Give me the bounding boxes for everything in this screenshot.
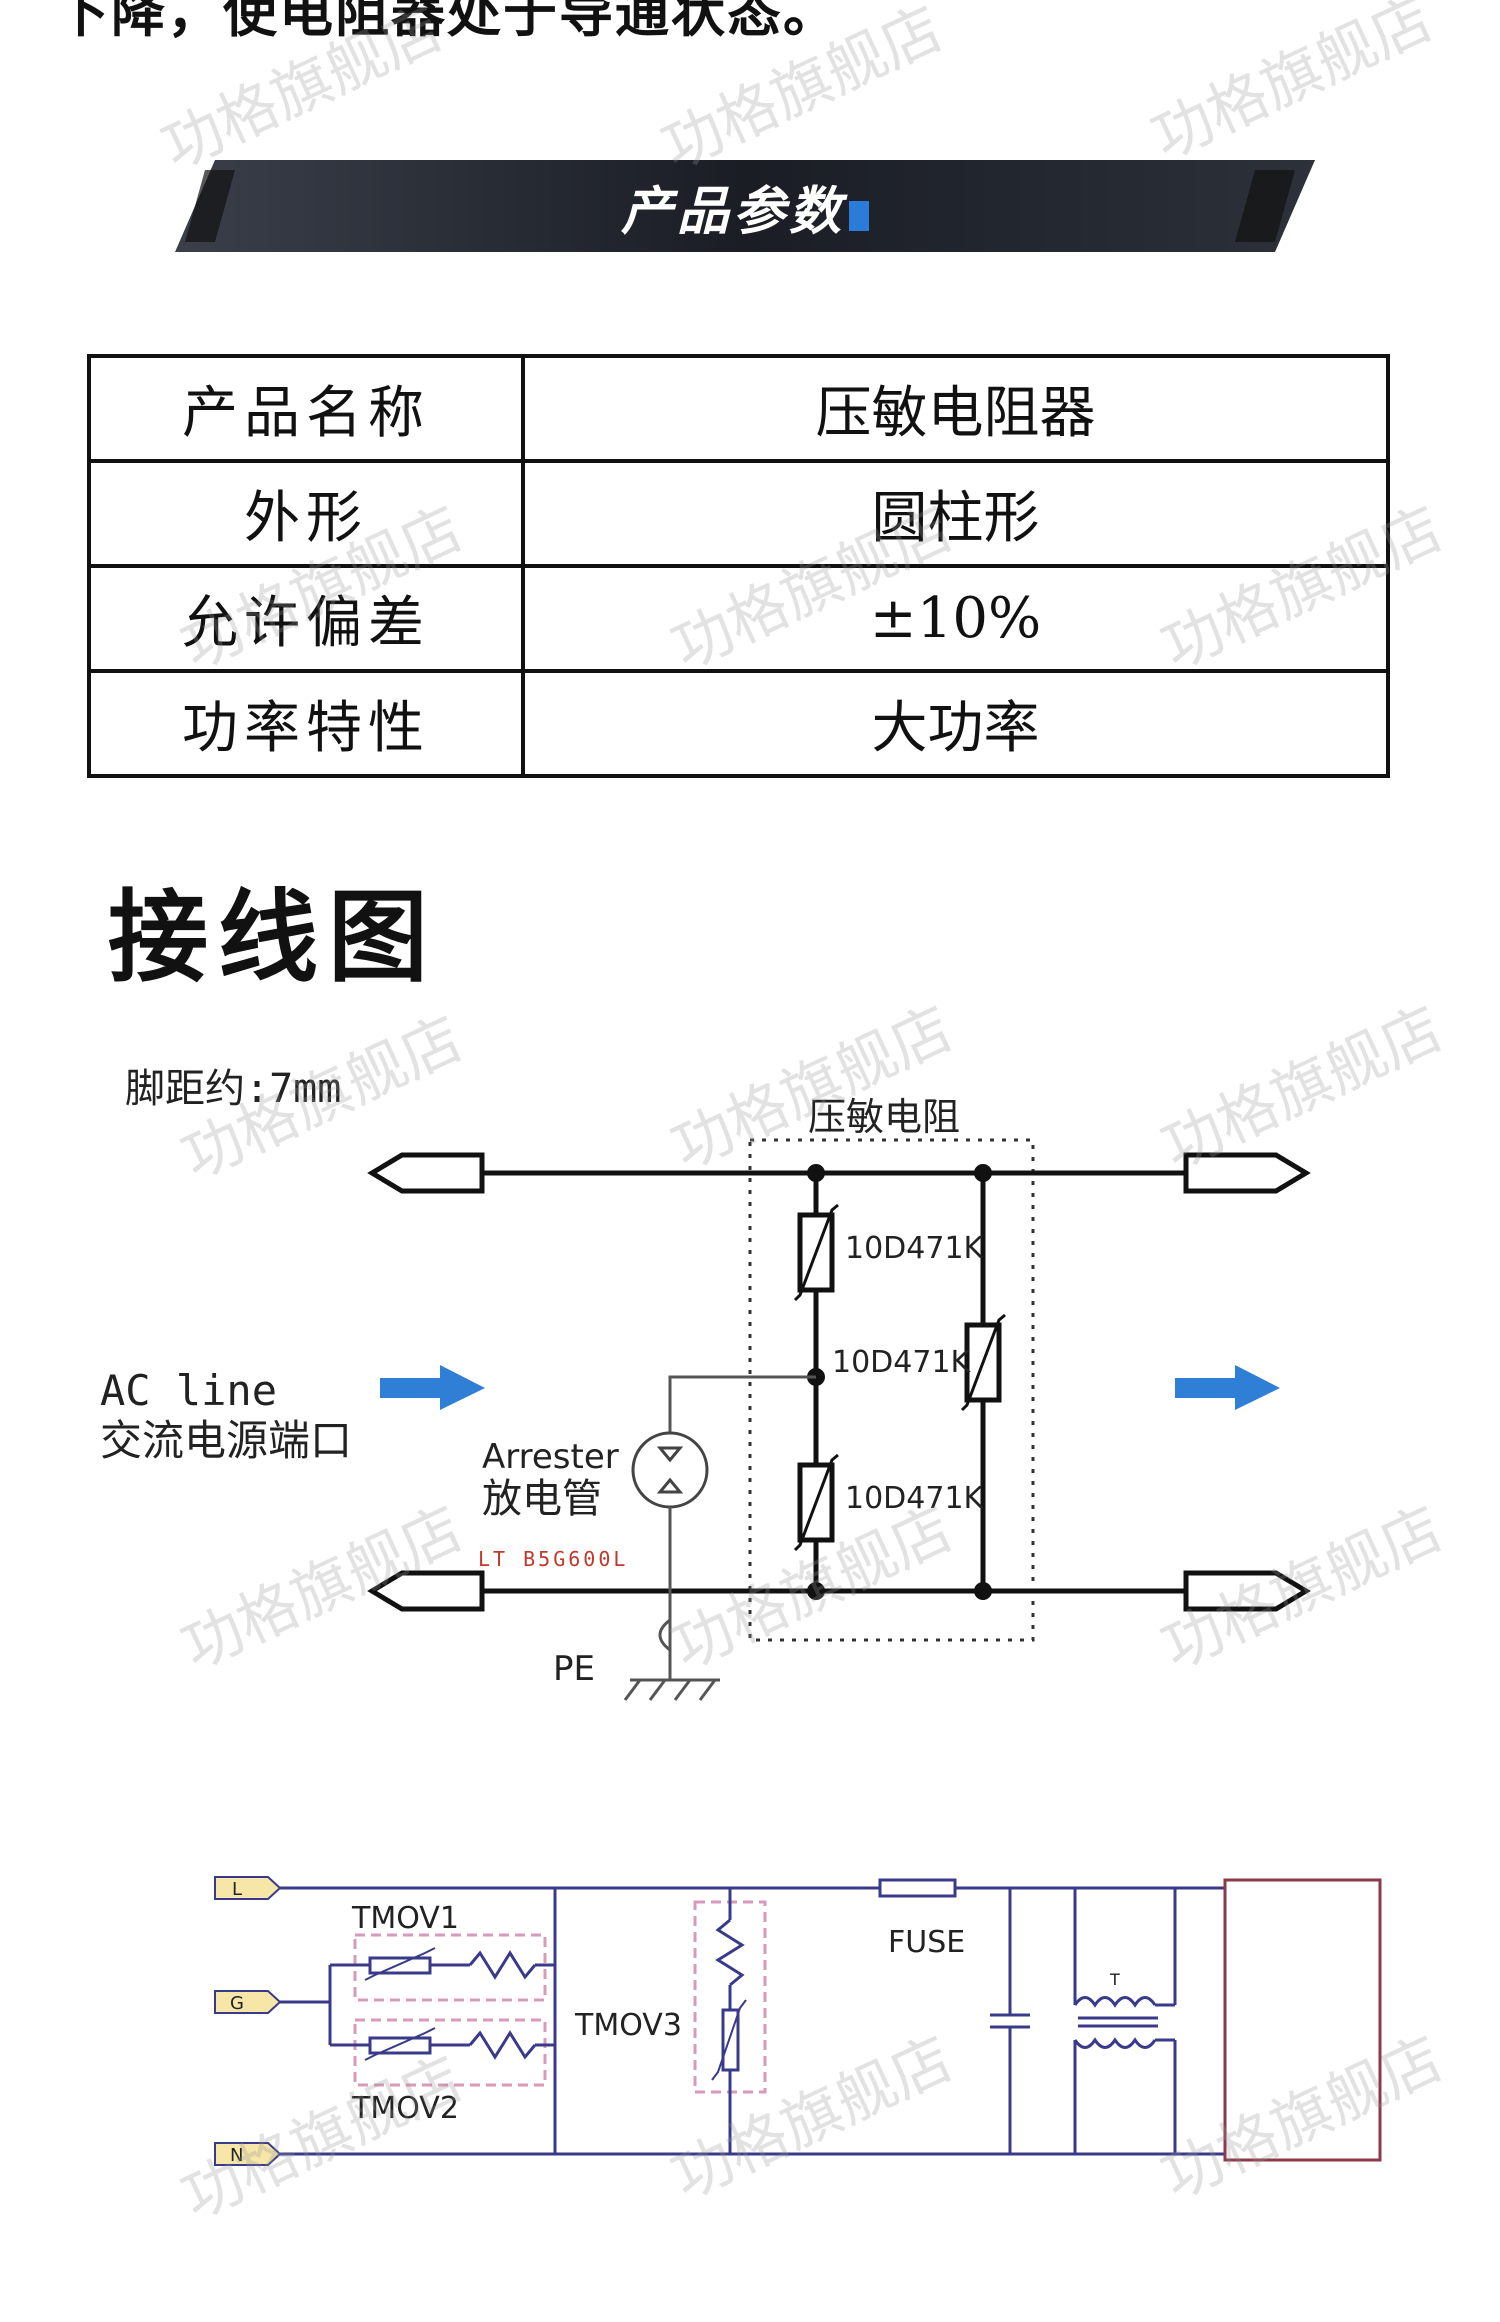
terminal-n-label: N xyxy=(230,2145,243,2166)
terminal-l xyxy=(214,1876,282,1900)
product-params-table: 产品名称 压敏电阻器 外形 圆柱形 允许偏差 ±10% 功率特性 大功率 xyxy=(87,354,1390,778)
ac-line-cn-label: 交流电源端口 xyxy=(100,1416,352,1465)
varistor-wiring-diagram: 脚距约:7mm 压敏电阻 10D471K 10D47 xyxy=(100,1066,1311,1701)
tmov1-box xyxy=(353,1933,547,2002)
table-row: 允许偏差 ±10% xyxy=(87,564,1390,673)
banner-background xyxy=(175,160,1315,252)
arrester-cn-label: 放电管 xyxy=(482,1476,602,1522)
banner-accent-block xyxy=(849,201,869,231)
output-arrow-icon xyxy=(1175,1365,1280,1410)
fuse-label: FUSE xyxy=(888,1925,965,1960)
transformer-primary xyxy=(1073,1996,1157,2008)
varistor-group-label: 压敏电阻 xyxy=(808,1095,960,1139)
right-bottom-terminal xyxy=(1183,1570,1311,1612)
terminal-g xyxy=(214,1990,282,2014)
wiring-section-title: 接线图 xyxy=(108,879,438,996)
param-key: 功率特性 xyxy=(87,669,525,778)
pe-label: PE xyxy=(553,1649,595,1689)
param-key: 外形 xyxy=(87,459,525,568)
ground-symbol xyxy=(623,1678,720,1701)
transformer-label: T xyxy=(1109,1970,1120,1989)
terminal-n xyxy=(214,2142,282,2166)
section-banner: 产品参数 xyxy=(175,160,1315,252)
intro-text-fragment: 下降，使电阻器处于导通状态。 xyxy=(55,0,839,44)
fuse-symbol xyxy=(878,1878,957,1898)
tmov-schematic-labels: L G N TMOV1 TMOV2 TMOV3 FUSE T xyxy=(230,1879,1120,2166)
param-value: 压敏电阻器 xyxy=(521,354,1390,463)
param-key: 允许偏差 xyxy=(87,564,525,673)
tmov1-label: TMOV1 xyxy=(351,1901,459,1936)
arrester-part-label: LT B5G600L xyxy=(478,1547,628,1571)
banner-title-text: 产品参数 xyxy=(620,181,845,242)
table-row: 外形 圆柱形 xyxy=(87,459,1390,568)
table-row: 产品名称 压敏电阻器 xyxy=(87,354,1390,463)
param-key: 产品名称 xyxy=(87,354,525,463)
tmov3-label: TMOV3 xyxy=(574,2008,682,2043)
param-value: 大功率 xyxy=(521,669,1390,778)
varistor-3-part: 10D471K xyxy=(845,1481,985,1516)
transformer-secondary xyxy=(1073,2037,1157,2049)
terminal-g-label: G xyxy=(230,1993,244,2014)
tmov-schematic xyxy=(214,1876,1382,2166)
load-box xyxy=(1223,1878,1382,2162)
arrester-symbol xyxy=(631,1431,709,1509)
input-arrow-icon xyxy=(380,1365,485,1410)
right-top-terminal xyxy=(1183,1152,1311,1194)
pin-pitch-label: 脚距约:7mm xyxy=(125,1066,341,1112)
param-value: ±10% xyxy=(521,564,1390,673)
left-bottom-terminal xyxy=(367,1570,485,1612)
table-row: 功率特性 大功率 xyxy=(87,669,1390,778)
varistor-2-part: 10D471K xyxy=(832,1345,972,1380)
varistor-1-part: 10D471K xyxy=(845,1231,985,1266)
param-value: 圆柱形 xyxy=(521,459,1390,568)
varistor-group-box xyxy=(748,1138,1035,1642)
left-top-terminal xyxy=(367,1152,485,1194)
ac-line-en-label: AC line xyxy=(100,1366,277,1415)
terminal-l-label: L xyxy=(232,1879,242,1900)
banner-title: 产品参数 xyxy=(175,160,1315,252)
tmov2-label: TMOV2 xyxy=(351,2091,459,2126)
arrester-en-label: Arrester xyxy=(482,1437,619,1477)
